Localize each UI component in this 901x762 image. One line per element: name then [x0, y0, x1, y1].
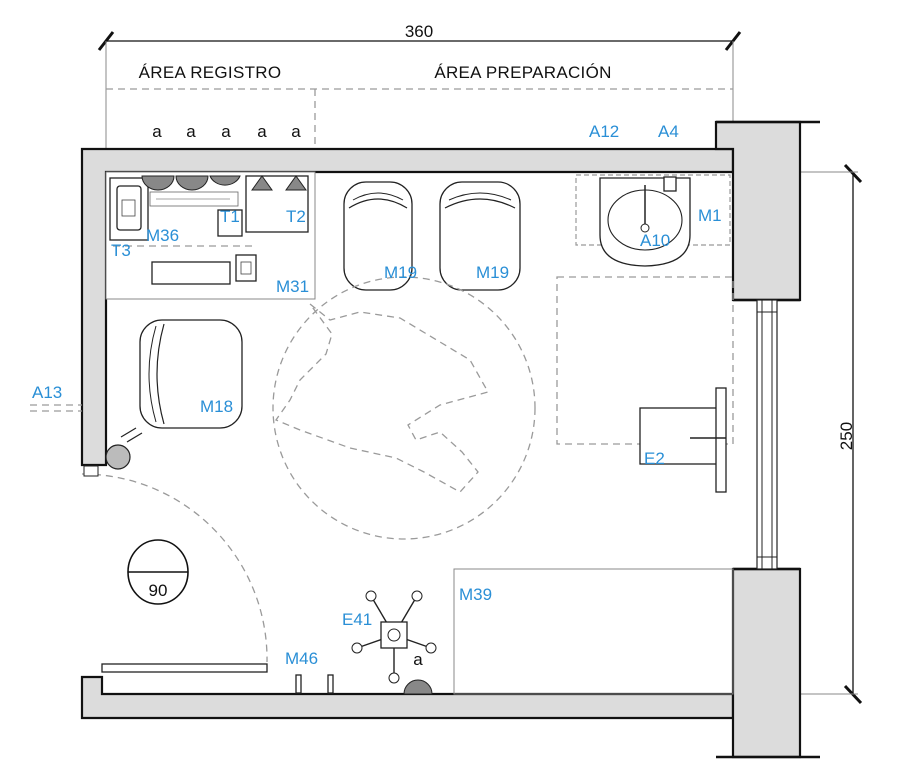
code-t3: T3 — [111, 241, 131, 260]
height-label: 250 — [837, 422, 856, 450]
triangle-2-icon — [285, 175, 307, 191]
stretcher-zone — [556, 276, 734, 493]
triangle-1-icon — [251, 175, 273, 191]
stool-e41 — [351, 590, 437, 684]
code-m36: M36 — [146, 226, 179, 245]
turning-circle — [272, 276, 536, 540]
walls — [80, 120, 820, 759]
socket-label: a — [221, 122, 231, 141]
m39-zone — [453, 568, 734, 695]
cabinet-e2 — [639, 407, 723, 465]
code-m18: M18 — [200, 397, 233, 416]
armchair-m18 — [105, 319, 243, 470]
code-e2: E2 — [644, 449, 665, 468]
area-zones: ÁREA REGISTRO ÁREA PREPARACIÓN — [106, 63, 733, 150]
window — [756, 299, 778, 570]
socket-label: a — [413, 650, 423, 669]
bottom-wall — [80, 675, 735, 720]
width-label: 360 — [405, 22, 433, 41]
code-m31: M31 — [276, 277, 309, 296]
code-a12: A12 — [589, 122, 619, 141]
socket-label: a — [291, 122, 301, 141]
armchair-m19-1 — [343, 181, 413, 291]
socket-markers: a a a a a a — [152, 122, 423, 669]
right-lower-pier — [731, 567, 802, 759]
code-a4: A4 — [658, 122, 679, 141]
code-t1: T1 — [220, 207, 240, 226]
width-dimension: 360 — [97, 22, 742, 150]
socket-label: a — [152, 122, 162, 141]
code-m1: M1 — [698, 206, 722, 225]
socket-label: a — [186, 122, 196, 141]
door: 90 — [81, 465, 268, 673]
socket-label: a — [257, 122, 267, 141]
device-t1 — [217, 209, 243, 237]
code-m19-2: M19 — [476, 263, 509, 282]
monitor-1-icon — [141, 175, 175, 191]
monitor-3-icon — [209, 175, 241, 186]
code-e41: E41 — [342, 610, 372, 629]
sink — [575, 174, 731, 267]
bottom-fixtures — [295, 674, 433, 695]
floor-socket-icon — [403, 679, 433, 695]
soap-dispenser — [663, 176, 677, 192]
a13-marker — [30, 404, 82, 412]
code-a10: A10 — [640, 231, 670, 250]
code-m19-1: M19 — [384, 263, 417, 282]
code-a13: A13 — [32, 383, 62, 402]
area-preparacion-label: ÁREA PREPARACIÓN — [434, 63, 611, 82]
door-width-label: 90 — [149, 581, 168, 600]
area-registro-label: ÁREA REGISTRO — [139, 63, 282, 82]
monitor-2-icon — [175, 175, 209, 191]
code-t2: T2 — [286, 207, 306, 226]
item-codes: A12 A4 M1 A10 T1 T2 T3 M36 M31 M19 M19 A… — [32, 122, 722, 668]
registro-counter — [105, 171, 316, 300]
counter-drawer — [151, 261, 231, 285]
code-m39: M39 — [459, 585, 492, 604]
waste-bin-icon — [105, 444, 131, 470]
code-m46: M46 — [285, 649, 318, 668]
door-leaf — [101, 663, 268, 673]
armchair-m19-2 — [439, 181, 521, 291]
